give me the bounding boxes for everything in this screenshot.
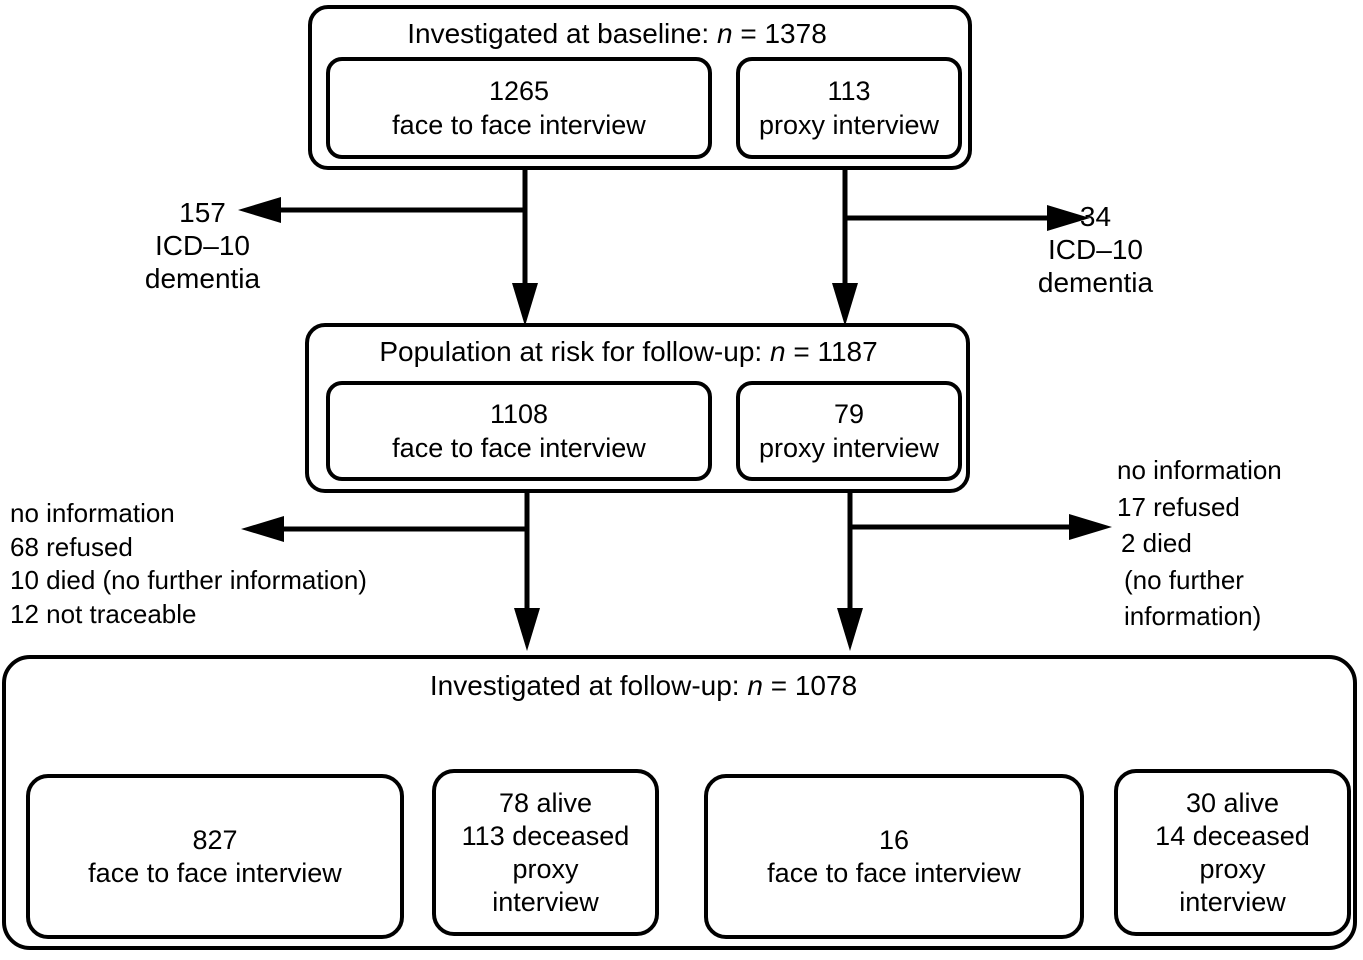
- baseline-f2f-count: 1265: [488, 76, 550, 106]
- followup-proxy-right-line: proxy: [1199, 853, 1266, 884]
- excl-followup-right-line: (no further: [1124, 564, 1244, 595]
- risk-f2f-count: 1108: [489, 399, 549, 429]
- excl-baseline-right-text: ICD–10 dementia: [1037, 234, 1154, 298]
- followup-f2f-left-box: 827 face to face interview: [26, 774, 404, 939]
- risk-n-symbol: n: [769, 336, 786, 367]
- baseline-n-value: = 1378: [732, 18, 827, 49]
- excl-followup-left-list: no information 68 refused 10 died (no fu…: [10, 497, 367, 631]
- followup-header-text: Investigated at follow-up:: [429, 670, 748, 701]
- baseline-box: Investigated at baseline: n = 1378 1265 …: [308, 5, 972, 170]
- followup-f2f-right-count: 16: [878, 824, 910, 855]
- risk-proxy-label: proxy interview: [758, 433, 940, 463]
- excl-followup-left-line: 12 not traceable: [10, 598, 197, 629]
- followup-proxy-right-line: 14 deceased: [1155, 820, 1310, 851]
- excl-followup-left-line: 10 died (no further information): [10, 565, 367, 595]
- arrow-excl-followup-left: [241, 516, 527, 542]
- baseline-face-to-face-box: 1265 face to face interview: [326, 57, 712, 159]
- excl-baseline-left-count: 157: [179, 197, 226, 228]
- baseline-proxy-box: 113 proxy interview: [736, 57, 962, 159]
- baseline-proxy-count: 113: [827, 76, 871, 106]
- followup-f2f-right-box: 16 face to face interview: [704, 774, 1084, 939]
- arrow-baseline-to-risk-right: [832, 168, 858, 326]
- arrow-excl-baseline-left: [238, 197, 525, 223]
- excl-followup-right-list: no information 17 refused 2 died (no fur…: [1117, 452, 1282, 635]
- followup-proxy-left-box: 78 alive 113 deceased proxy interview: [432, 769, 659, 936]
- followup-n-symbol: n: [747, 670, 763, 701]
- followup-proxy-right-box: 30 alive 14 deceased proxy interview: [1114, 769, 1351, 936]
- followup-n-value: = 1078: [762, 670, 858, 701]
- risk-header-text: Population at risk for follow-up:: [379, 336, 770, 367]
- followup-proxy-left-line: 78 alive: [498, 787, 593, 818]
- excl-followup-right-line: 17 refused: [1117, 491, 1240, 522]
- excl-followup-left-line: 68 refused: [10, 531, 133, 562]
- risk-proxy-box: 79 proxy interview: [736, 381, 962, 481]
- arrow-risk-to-followup-right: [837, 491, 863, 651]
- arrow-excl-followup-right: [850, 514, 1112, 540]
- excl-baseline-left-label: 157 ICD–10 dementia: [95, 196, 310, 295]
- excl-followup-right-line: no information: [1117, 455, 1282, 485]
- excl-baseline-right-label: 34 ICD–10 dementia: [988, 200, 1203, 299]
- baseline-n-symbol: n: [716, 18, 733, 49]
- baseline-proxy-label: proxy interview: [758, 110, 940, 140]
- arrow-risk-to-followup-left: [514, 491, 540, 651]
- risk-face-to-face-box: 1108 face to face interview: [326, 381, 712, 481]
- risk-n-value: = 1187: [785, 336, 878, 367]
- risk-proxy-count: 79: [833, 399, 865, 429]
- followup-proxy-left-line: proxy: [512, 853, 579, 884]
- followup-f2f-left-count: 827: [192, 824, 238, 855]
- arrow-excl-baseline-right: [845, 205, 1090, 231]
- arrow-baseline-to-risk-left: [512, 168, 538, 326]
- baseline-header: Investigated at baseline: n = 1378: [312, 9, 968, 49]
- population-at-risk-box: Population at risk for follow-up: n = 11…: [305, 323, 970, 493]
- excl-followup-right-line: information): [1124, 601, 1262, 631]
- followup-proxy-right-line: 30 alive: [1185, 787, 1280, 818]
- excl-followup-right-line: 2 died: [1121, 528, 1192, 558]
- followup-proxy-right-line: interview: [1179, 886, 1286, 917]
- excl-baseline-left-text: ICD–10 dementia: [144, 230, 261, 294]
- excl-baseline-right-count: 34: [1079, 201, 1112, 232]
- followup-header: Investigated at follow-up: n = 1078: [6, 670, 1353, 702]
- excl-followup-left-line: no information: [10, 498, 175, 528]
- risk-f2f-label: face to face interview: [392, 433, 646, 463]
- baseline-header-text: Investigated at baseline:: [407, 18, 717, 49]
- risk-header: Population at risk for follow-up: n = 11…: [309, 327, 966, 367]
- followup-f2f-left-label: face to face interview: [88, 857, 342, 888]
- followup-f2f-right-label: face to face interview: [767, 857, 1021, 888]
- followup-box: Investigated at follow-up: n = 1078 827 …: [2, 655, 1357, 950]
- baseline-f2f-label: face to face interview: [392, 110, 646, 140]
- followup-proxy-left-line: interview: [492, 886, 599, 917]
- followup-proxy-left-line: 113 deceased: [461, 820, 630, 851]
